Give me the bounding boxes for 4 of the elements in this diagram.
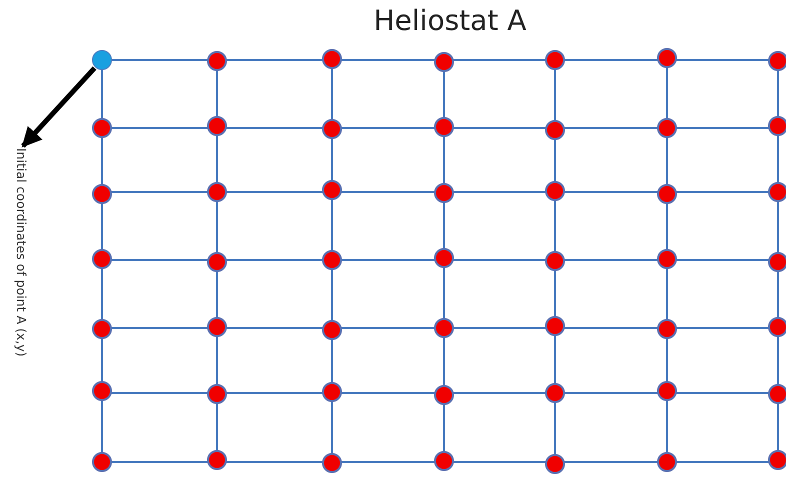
leader-arrow xyxy=(21,66,96,148)
annotation-text: Initial coordinates of point A (x,y) xyxy=(12,148,30,357)
start-point xyxy=(92,50,112,70)
diagram-title: Heliostat A xyxy=(372,4,528,37)
